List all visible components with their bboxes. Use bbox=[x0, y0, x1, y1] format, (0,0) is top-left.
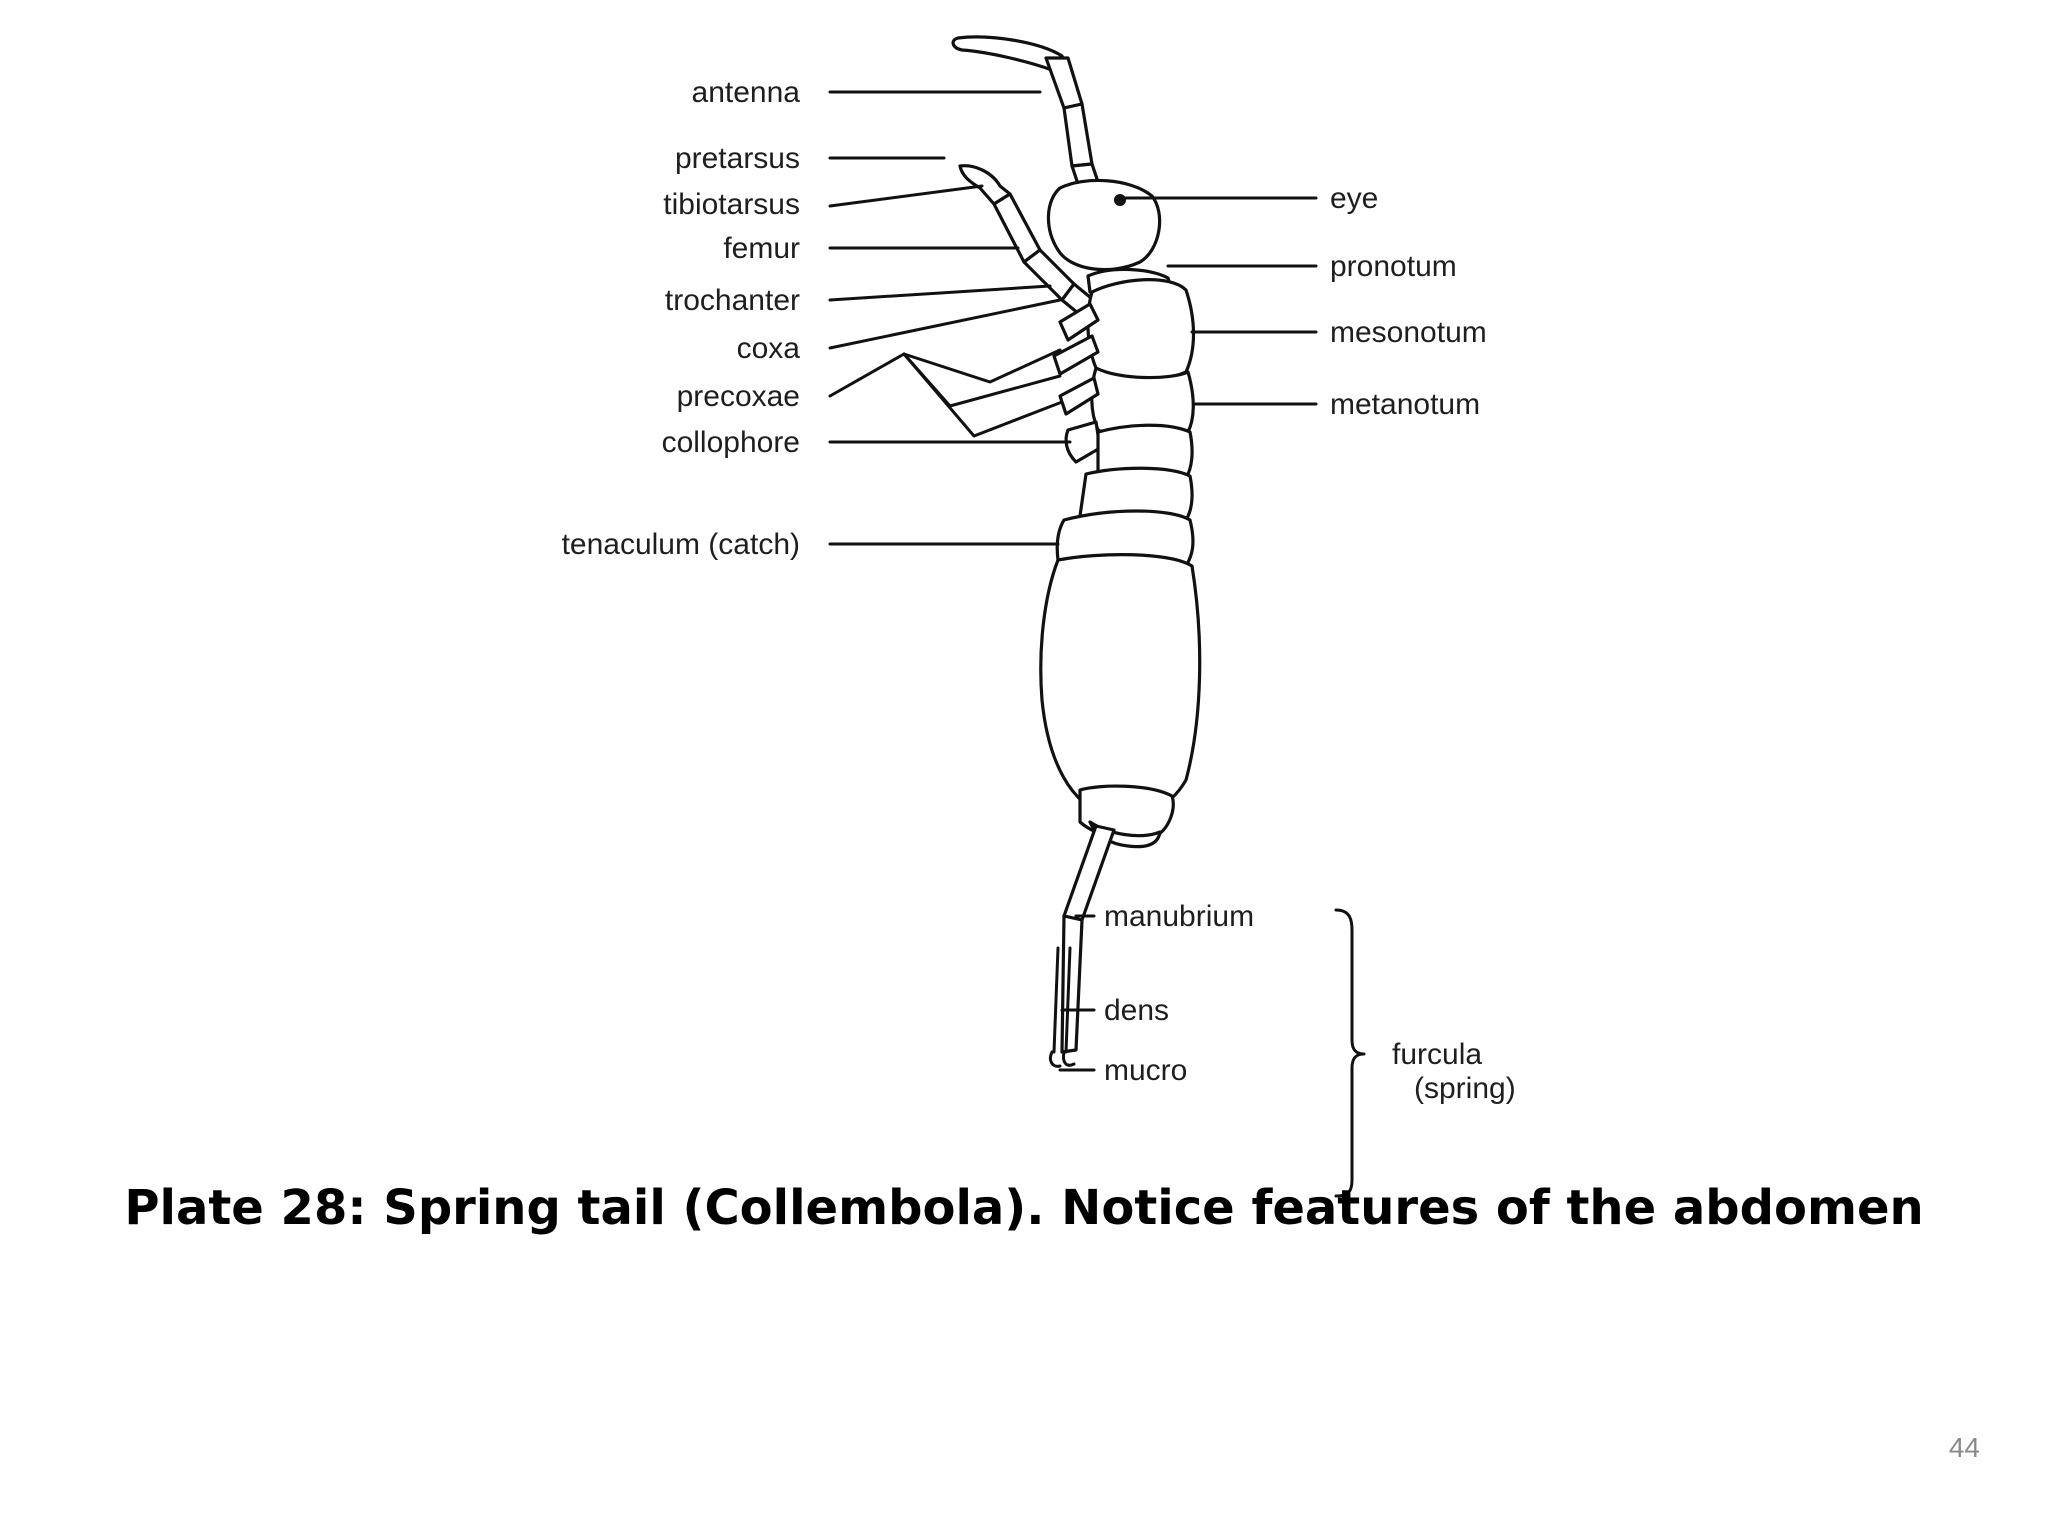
label-collophore: collophore bbox=[662, 426, 800, 459]
label-metanotum: metanotum bbox=[1330, 388, 1480, 421]
label-furcula: furcula bbox=[1392, 1038, 1482, 1071]
label-coxa: coxa bbox=[737, 332, 801, 365]
label-dens: dens bbox=[1104, 994, 1169, 1027]
label-manubrium: manubrium bbox=[1104, 900, 1254, 933]
leader-lines bbox=[828, 90, 1366, 1198]
label-pretarsus: pretarsus bbox=[675, 142, 800, 175]
label-tibiotarsus: tibiotarsus bbox=[663, 188, 800, 221]
page-number: 44 bbox=[1948, 1432, 1980, 1463]
label-mucro: mucro bbox=[1104, 1054, 1187, 1087]
label-furcula-spring: (spring) bbox=[1414, 1072, 1516, 1105]
label-precoxae: precoxae bbox=[677, 380, 800, 413]
label-pronotum: pronotum bbox=[1330, 250, 1457, 283]
diagram-labels: antenna pretarsus tibiotarsus femur troc… bbox=[562, 76, 1516, 1105]
springtail-illustration bbox=[951, 35, 1202, 1068]
figure-caption: Plate 28: Spring tail (Collembola). Noti… bbox=[124, 1180, 1924, 1236]
label-eye: eye bbox=[1330, 182, 1378, 215]
label-antenna: antenna bbox=[692, 76, 801, 109]
label-mesonotum: mesonotum bbox=[1330, 316, 1487, 349]
label-tenaculum: tenaculum (catch) bbox=[562, 528, 800, 561]
label-trochanter: trochanter bbox=[665, 284, 800, 317]
label-femur: femur bbox=[723, 232, 800, 265]
